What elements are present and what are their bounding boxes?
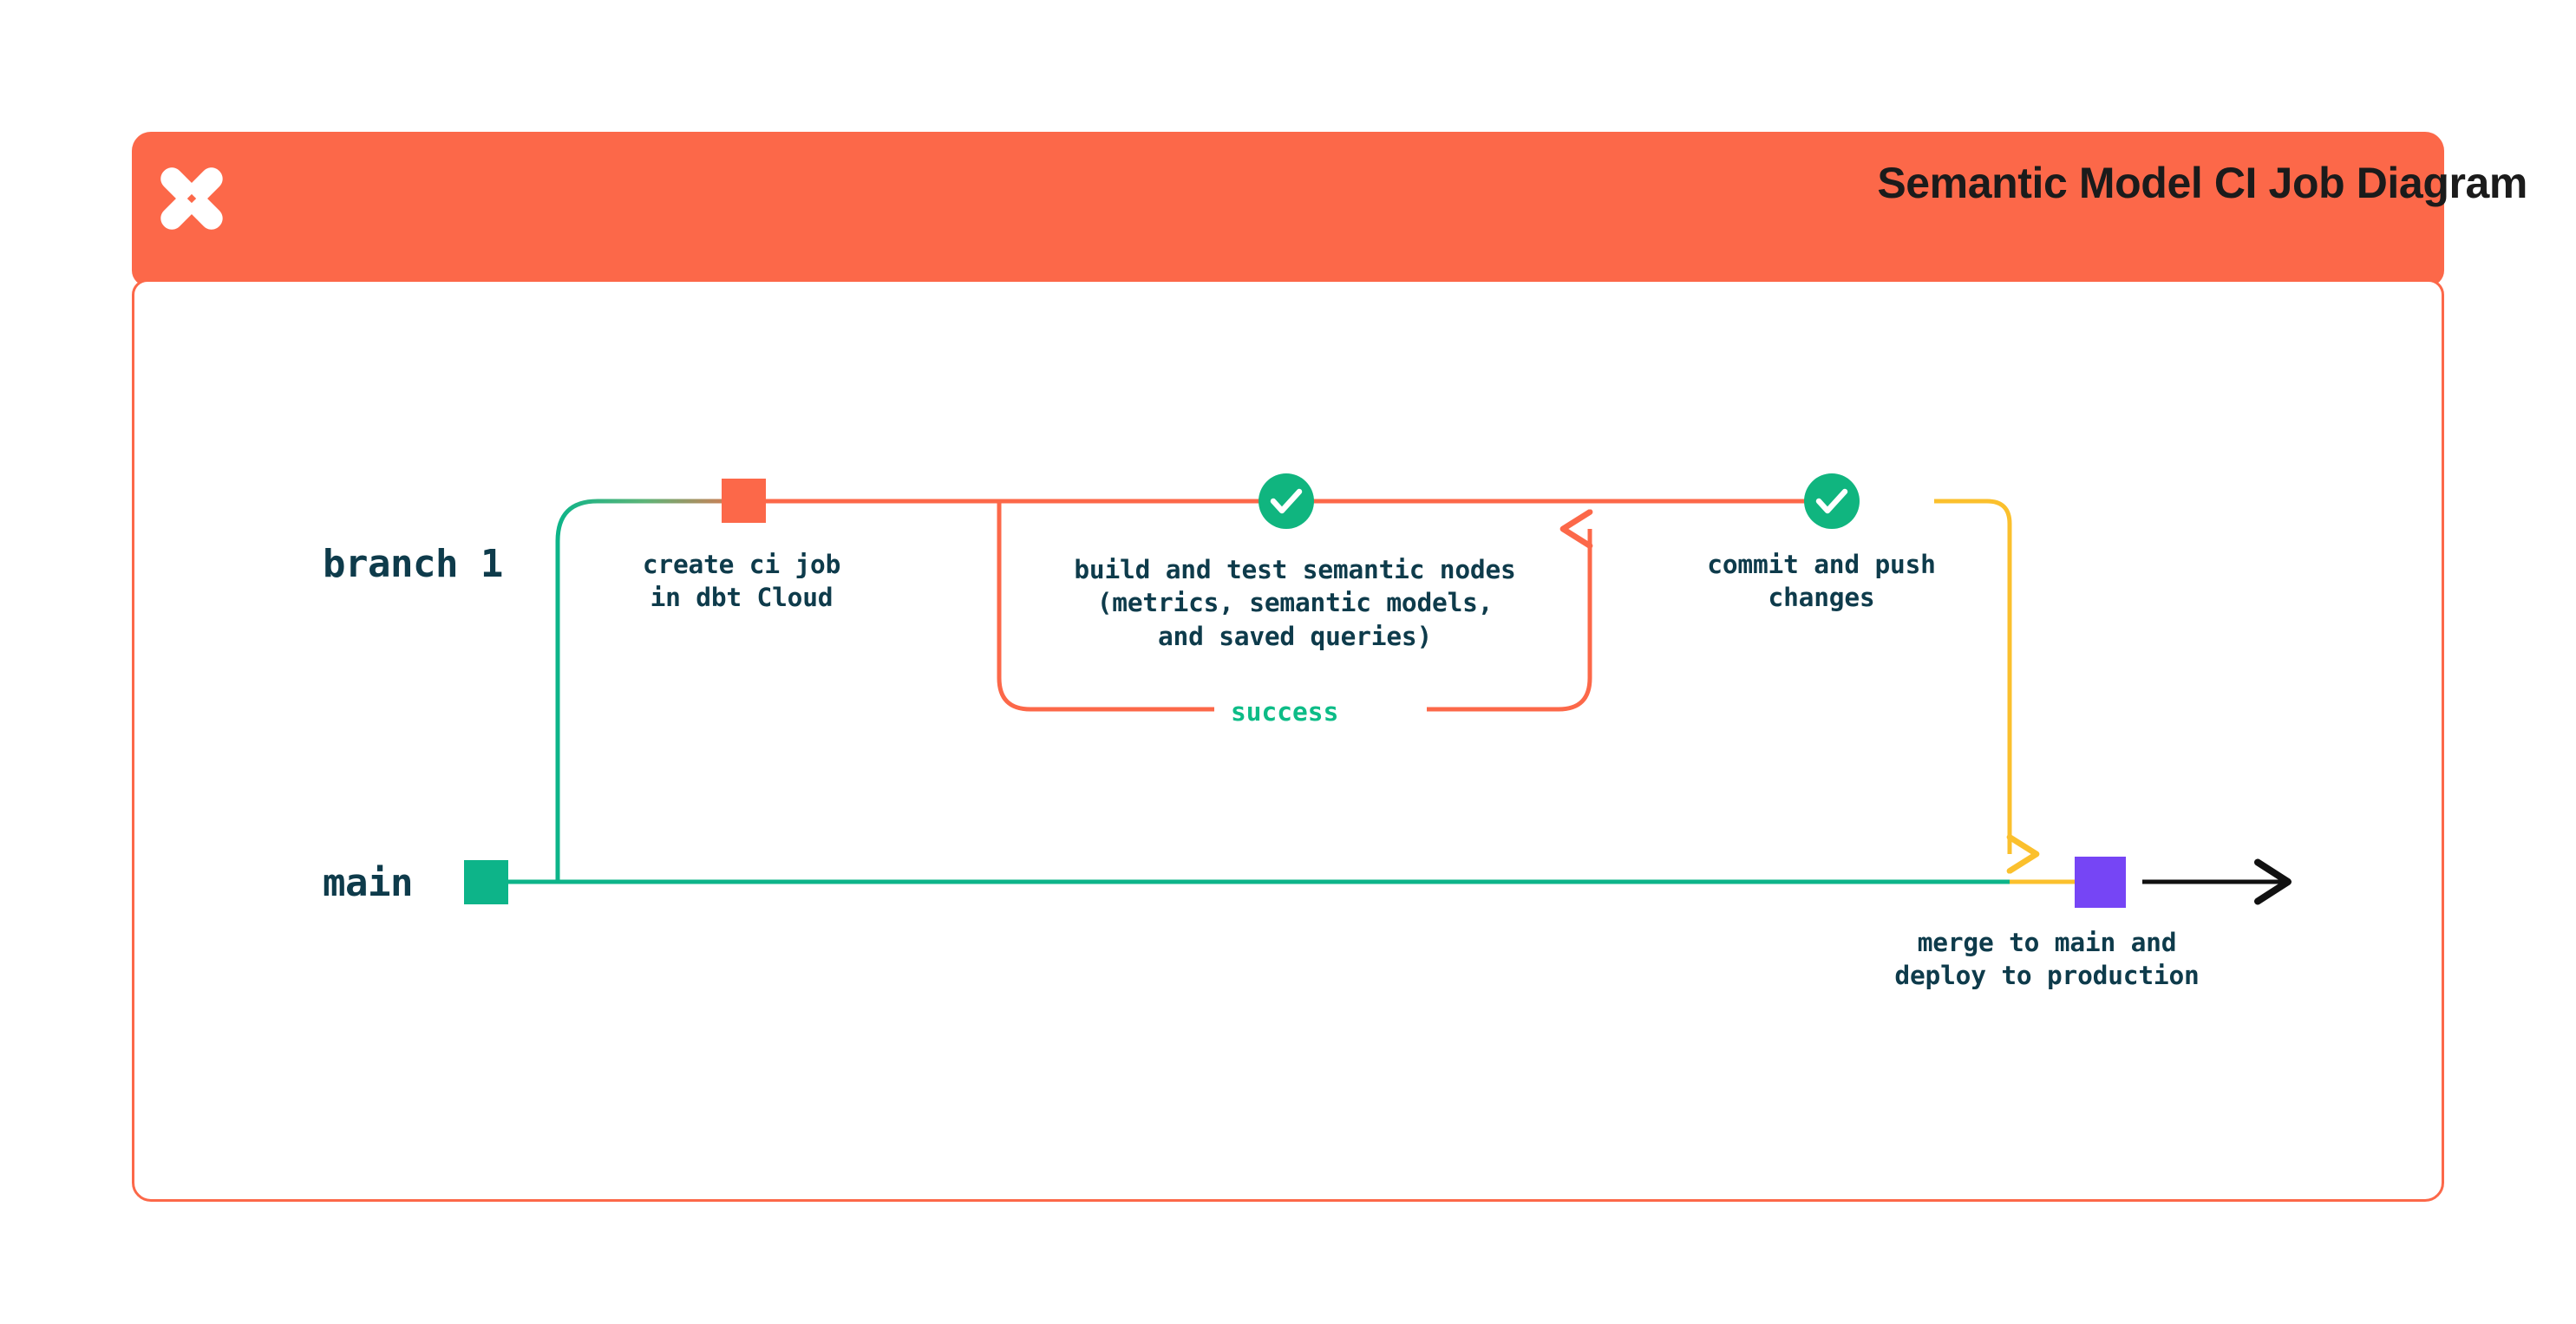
node-caption-build-and-test: build and test semantic nodes (metrics, … — [1074, 555, 1516, 651]
node-caption-merge-to-main: merge to main and deploy to production — [1894, 928, 2200, 991]
dbt-logo-icon — [154, 161, 229, 236]
edge-label-success: success — [1231, 697, 1339, 727]
diagram-card — [132, 132, 2444, 1202]
card-header — [132, 132, 2444, 286]
branch-label-main: main — [323, 861, 413, 905]
node-caption-commit-and-push: commit and push changes — [1707, 550, 1936, 613]
page-title: Semantic Model CI Job Diagram — [1877, 159, 2527, 207]
card-body — [132, 279, 2444, 1202]
node-caption-create-ci-job: create ci job in dbt Cloud — [642, 550, 841, 613]
branch-label-branch1: branch 1 — [323, 542, 503, 586]
